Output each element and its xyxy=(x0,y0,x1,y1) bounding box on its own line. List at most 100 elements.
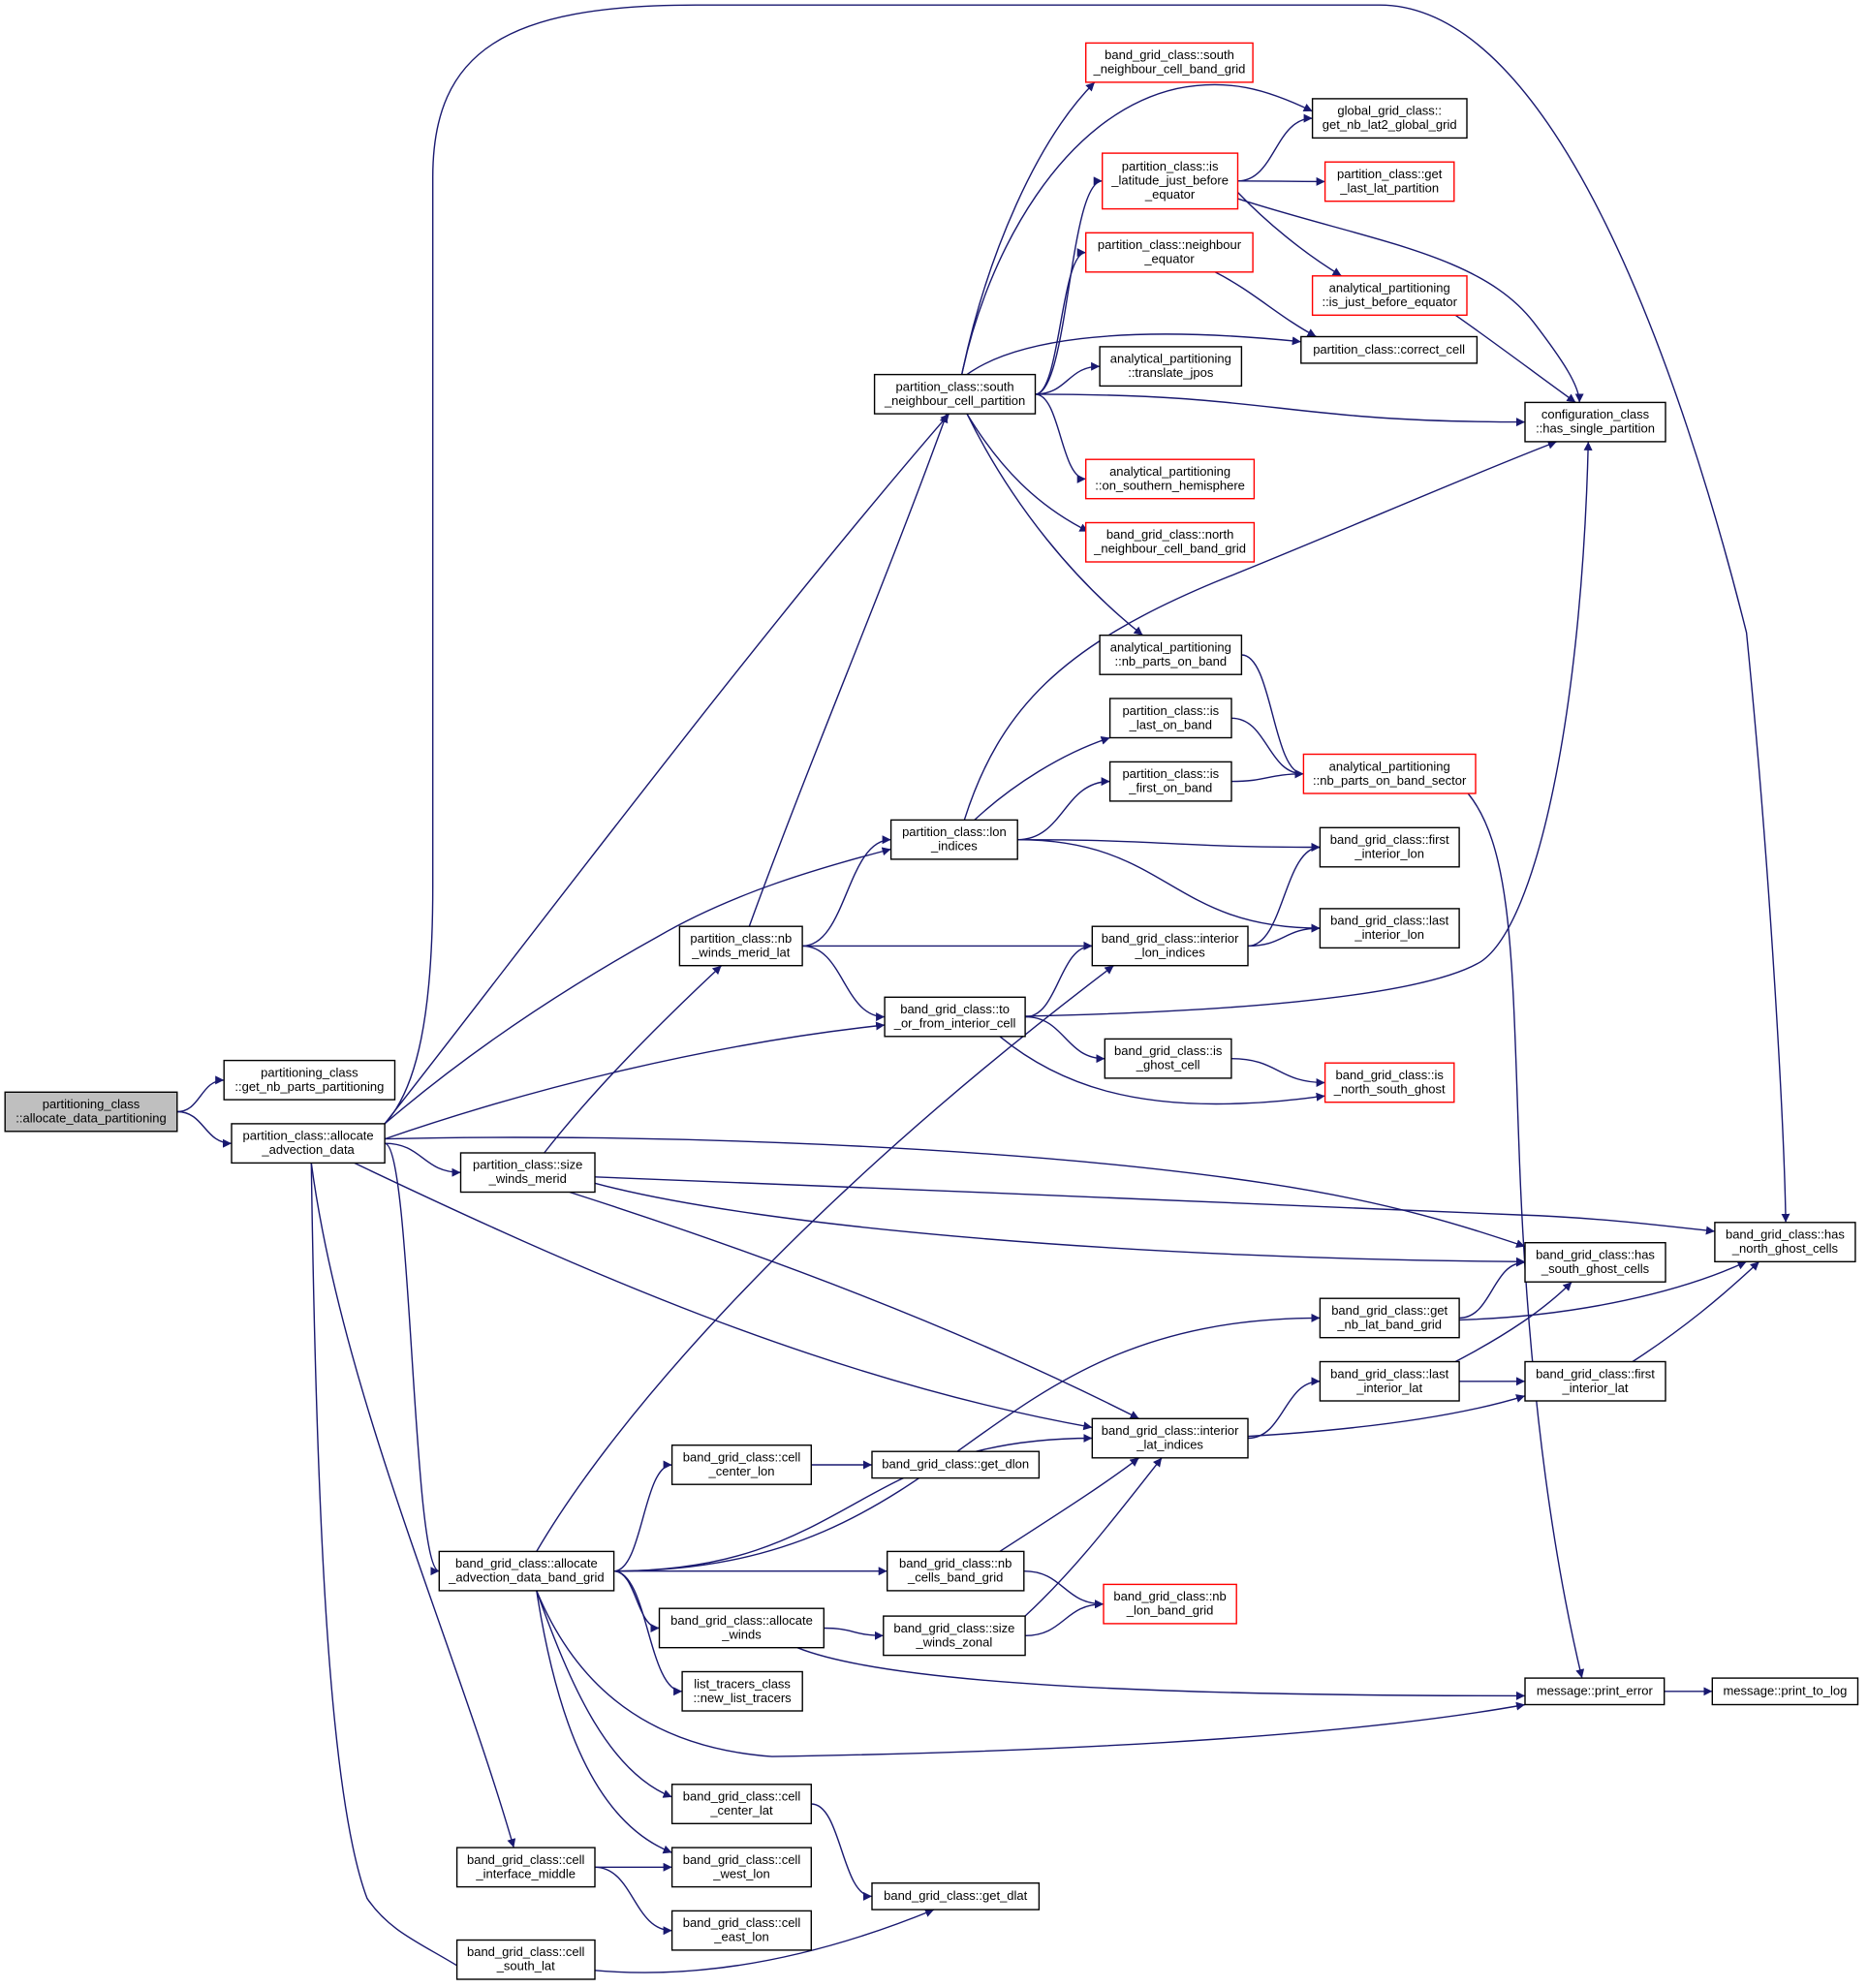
node-box[interactable] xyxy=(670,1847,812,1888)
node-box[interactable] xyxy=(1524,1360,1666,1402)
node-cell_center_lat[interactable]: band_grid_class::cell_center_lat xyxy=(670,1784,812,1825)
node-box[interactable] xyxy=(670,1444,812,1485)
node-box[interactable] xyxy=(871,1881,1041,1910)
node-cell_south_lat[interactable]: band_grid_class::cell_south_lat xyxy=(455,1939,596,1980)
node-box[interactable] xyxy=(1108,761,1232,802)
node-first_interior_lat[interactable]: band_grid_class::first_interior_lat xyxy=(1524,1360,1666,1402)
node-box[interactable] xyxy=(1311,275,1468,316)
node-cell_center_lon[interactable]: band_grid_class::cell_center_lon xyxy=(670,1444,812,1485)
node-cell_interface_middle[interactable]: band_grid_class::cell_interface_middle xyxy=(455,1847,596,1888)
node-is_ghost_cell[interactable]: band_grid_class::is_ghost_cell xyxy=(1104,1038,1232,1079)
node-allocate_advection_data[interactable]: partition_class::allocate_advection_data xyxy=(231,1123,386,1165)
node-box[interactable] xyxy=(1091,1417,1249,1459)
node-allocate_winds[interactable]: band_grid_class::allocate_winds xyxy=(658,1607,825,1649)
node-box[interactable] xyxy=(455,1847,596,1888)
node-cell_east_lon[interactable]: band_grid_class::cell_east_lon xyxy=(670,1910,812,1951)
node-box[interactable] xyxy=(658,1607,825,1649)
node-box[interactable] xyxy=(1524,1677,1666,1706)
node-box[interactable] xyxy=(1099,635,1243,675)
node-box[interactable] xyxy=(1108,698,1232,739)
node-box[interactable] xyxy=(871,1450,1041,1479)
node-box[interactable] xyxy=(1319,826,1460,868)
node-box[interactable] xyxy=(1714,1222,1856,1263)
node-lon_indices[interactable]: partition_class::lon_indices xyxy=(889,819,1018,860)
node-box[interactable] xyxy=(455,1939,596,1980)
node-is_last_on_band[interactable]: partition_class::is_last_on_band xyxy=(1108,698,1232,739)
node-box[interactable] xyxy=(887,1550,1025,1592)
node-nb_winds_merid_lat[interactable]: partition_class::nb_winds_merid_lat xyxy=(678,925,803,967)
node-box[interactable] xyxy=(459,1152,596,1194)
node-get_nb_lat2_global_grid[interactable]: global_grid_class::get_nb_lat2_global_gr… xyxy=(1311,98,1468,140)
node-size_winds_merid[interactable]: partition_class::size_winds_merid xyxy=(459,1152,596,1194)
node-box[interactable] xyxy=(1711,1677,1859,1706)
node-box[interactable] xyxy=(1084,521,1256,563)
node-box[interactable] xyxy=(1084,232,1254,273)
node-first_interior_lon[interactable]: band_grid_class::first_interior_lon xyxy=(1319,826,1460,868)
node-box[interactable] xyxy=(670,1910,812,1951)
node-box[interactable] xyxy=(889,819,1018,860)
node-box[interactable] xyxy=(1099,346,1243,388)
node-nb_parts_on_band[interactable]: analytical_partitioning::nb_parts_on_ban… xyxy=(1099,635,1243,675)
node-nb_parts_on_band_sector[interactable]: analytical_partitioning::nb_parts_on_ban… xyxy=(1302,753,1477,794)
node-has_single_partition[interactable]: configuration_class::has_single_partitio… xyxy=(1524,401,1666,443)
node-box[interactable] xyxy=(1311,98,1468,140)
node-box[interactable] xyxy=(1091,925,1249,967)
node-box[interactable] xyxy=(1319,908,1460,949)
node-get_nb_parts_partitioning[interactable]: partitioning_class::get_nb_parts_partiti… xyxy=(223,1059,396,1101)
node-is_north_south_ghost[interactable]: band_grid_class::is_north_south_ghost xyxy=(1323,1062,1455,1103)
node-size_winds_zonal[interactable]: band_grid_class::size_winds_zonal xyxy=(883,1615,1026,1657)
node-box[interactable] xyxy=(1319,1297,1460,1339)
node-get_last_lat_partition[interactable]: partition_class::get_last_lat_partition xyxy=(1323,161,1455,202)
node-get_dlat[interactable]: band_grid_class::get_dlat xyxy=(871,1881,1041,1910)
node-box[interactable] xyxy=(438,1550,615,1592)
node-interior_lat_indices[interactable]: band_grid_class::interior_lat_indices xyxy=(1091,1417,1249,1459)
node-box[interactable] xyxy=(1084,458,1256,500)
node-box[interactable] xyxy=(1524,401,1666,443)
node-allocate_advection_data_band_grid[interactable]: band_grid_class::allocate_advection_data… xyxy=(438,1550,615,1592)
node-box[interactable] xyxy=(1084,42,1254,83)
node-has_north_ghost_cells[interactable]: band_grid_class::has_north_ghost_cells xyxy=(1714,1222,1856,1263)
node-print_to_log[interactable]: message::print_to_log xyxy=(1711,1677,1859,1706)
node-box[interactable] xyxy=(1103,1583,1237,1625)
node-last_interior_lon[interactable]: band_grid_class::last_interior_lon xyxy=(1319,908,1460,949)
node-is_first_on_band[interactable]: partition_class::is_first_on_band xyxy=(1108,761,1232,802)
node-new_list_tracers[interactable]: list_tracers_class::new_list_tracers xyxy=(681,1670,803,1712)
node-box[interactable] xyxy=(1302,753,1477,794)
node-to_or_from_interior_cell[interactable]: band_grid_class::to_or_from_interior_cel… xyxy=(884,996,1026,1038)
node-south_neighbour_cell_band_grid[interactable]: band_grid_class::south_neighbour_cell_ba… xyxy=(1084,42,1254,83)
node-north_neighbour_cell_band_grid[interactable]: band_grid_class::north_neighbour_cell_ba… xyxy=(1084,521,1256,563)
node-interior_lon_indices[interactable]: band_grid_class::interior_lon_indices xyxy=(1091,925,1249,967)
node-box[interactable] xyxy=(873,373,1037,415)
node-get_nb_lat_band_grid[interactable]: band_grid_class::get_nb_lat_band_grid xyxy=(1319,1297,1460,1339)
node-box[interactable] xyxy=(884,996,1026,1038)
node-south_neighbour_cell_partition[interactable]: partition_class::south_neighbour_cell_pa… xyxy=(873,373,1037,415)
node-nb_lon_band_grid[interactable]: band_grid_class::nb_lon_band_grid xyxy=(1103,1583,1237,1625)
node-box[interactable] xyxy=(231,1123,386,1165)
node-box[interactable] xyxy=(883,1615,1026,1657)
node-print_error[interactable]: message::print_error xyxy=(1524,1677,1666,1706)
node-has_south_ghost_cells[interactable]: band_grid_class::has_south_ghost_cells xyxy=(1524,1241,1666,1283)
node-box[interactable] xyxy=(1323,1062,1455,1103)
node-on_southern_hemisphere[interactable]: analytical_partitioning::on_southern_hem… xyxy=(1084,458,1256,500)
node-box[interactable] xyxy=(670,1784,812,1825)
node-box[interactable] xyxy=(1323,161,1455,202)
node-nb_cells_band_grid[interactable]: band_grid_class::nb_cells_band_grid xyxy=(887,1550,1025,1592)
node-box[interactable] xyxy=(681,1670,803,1712)
node-box[interactable] xyxy=(4,1091,178,1133)
node-correct_cell[interactable]: partition_class::correct_cell xyxy=(1300,335,1479,364)
node-translate_jpos[interactable]: analytical_partitioning::translate_jpos xyxy=(1099,346,1243,388)
node-is_latitude_just_before_equator[interactable]: partition_class::is_latitude_just_before… xyxy=(1101,152,1239,210)
node-box[interactable] xyxy=(678,925,803,967)
node-box[interactable] xyxy=(1101,152,1239,210)
node-is_just_before_equator[interactable]: analytical_partitioning::is_just_before_… xyxy=(1311,275,1468,316)
node-root[interactable]: partitioning_class::allocate_data_partit… xyxy=(4,1091,178,1133)
node-box[interactable] xyxy=(1300,335,1479,364)
node-box[interactable] xyxy=(1524,1241,1666,1283)
node-get_dlon[interactable]: band_grid_class::get_dlon xyxy=(871,1450,1041,1479)
node-neighbour_equator[interactable]: partition_class::neighbour_equator xyxy=(1084,232,1254,273)
node-box[interactable] xyxy=(1319,1360,1460,1402)
node-box[interactable] xyxy=(1104,1038,1232,1079)
node-last_interior_lat[interactable]: band_grid_class::last_interior_lat xyxy=(1319,1360,1460,1402)
node-box[interactable] xyxy=(223,1059,396,1101)
node-cell_west_lon[interactable]: band_grid_class::cell_west_lon xyxy=(670,1847,812,1888)
